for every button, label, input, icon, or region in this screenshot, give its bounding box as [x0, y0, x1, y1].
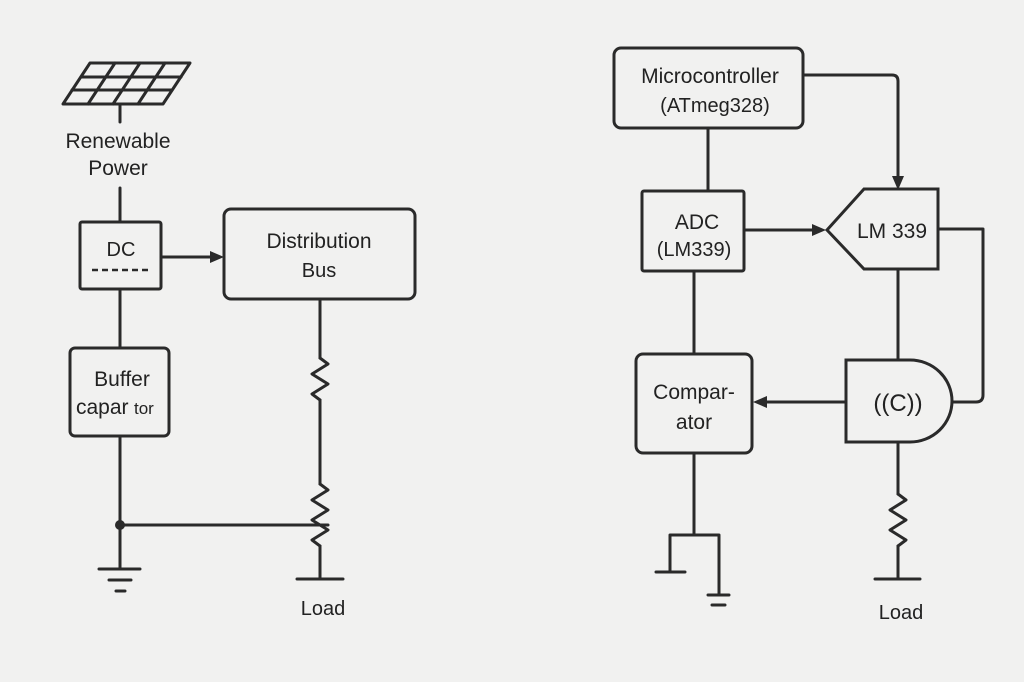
buffer-capacitor-block: Buffer capar tor: [68, 346, 171, 438]
left-load-label: Load: [301, 598, 346, 620]
wire: [936, 227, 985, 404]
distribution-bus-block: Distribution Bus: [222, 207, 417, 301]
left-circuit: Renewable Power DC Distribution Bus Buff…: [61, 61, 417, 620]
source-label-line1: Renewable: [65, 130, 170, 153]
dc-block: DC: [78, 220, 163, 291]
buffer-label-line2b: tor: [134, 399, 154, 418]
arrow-micro-to-lm339: [801, 73, 904, 190]
lm339-block: LM 339: [824, 187, 940, 271]
right-circuit: Microcontroller (ATmeg328) ADC (LM339) L…: [612, 46, 985, 624]
comparator-label-line2: ator: [676, 411, 712, 434]
source-label-line2: Power: [88, 157, 148, 180]
ground-icon: [97, 567, 142, 593]
distribution-bus-label-line2: Bus: [302, 260, 336, 282]
microcontroller-label-line2: (ATmeg328): [660, 95, 770, 117]
adc-label-line1: ADC: [675, 211, 719, 234]
resistor-icon: [888, 492, 908, 548]
distribution-bus-label-line1: Distribution: [266, 230, 371, 253]
wire: [668, 533, 721, 596]
arrow-gate-to-comparator: [753, 396, 848, 408]
microcontroller-label-line1: Microcontroller: [641, 65, 779, 88]
c-gate-label: ((C)): [873, 390, 922, 417]
potentiometer-icon: [310, 482, 330, 548]
buffer-label-line1: Buffer: [94, 368, 150, 391]
arrow-dc-to-bus: [159, 251, 224, 263]
buffer-label-line2a: capar: [76, 396, 129, 419]
microcontroller-block: Microcontroller (ATmeg328): [612, 46, 805, 130]
dc-block-label: DC: [107, 239, 136, 261]
ground-icon: [706, 593, 731, 607]
resistor-icon: [310, 356, 330, 402]
comparator-label-line1: Compar-: [653, 381, 735, 404]
arrow-adc-to-lm339: [742, 224, 826, 236]
adc-label-line2: (LM339): [657, 239, 731, 261]
right-load-label: Load: [879, 602, 924, 624]
adc-block: ADC (LM339): [640, 189, 746, 273]
lm339-label: LM 339: [857, 220, 927, 243]
comparator-block: Compar- ator: [634, 352, 754, 455]
solar-panel-icon: [61, 61, 192, 124]
c-gate-block: ((C)): [844, 358, 954, 444]
